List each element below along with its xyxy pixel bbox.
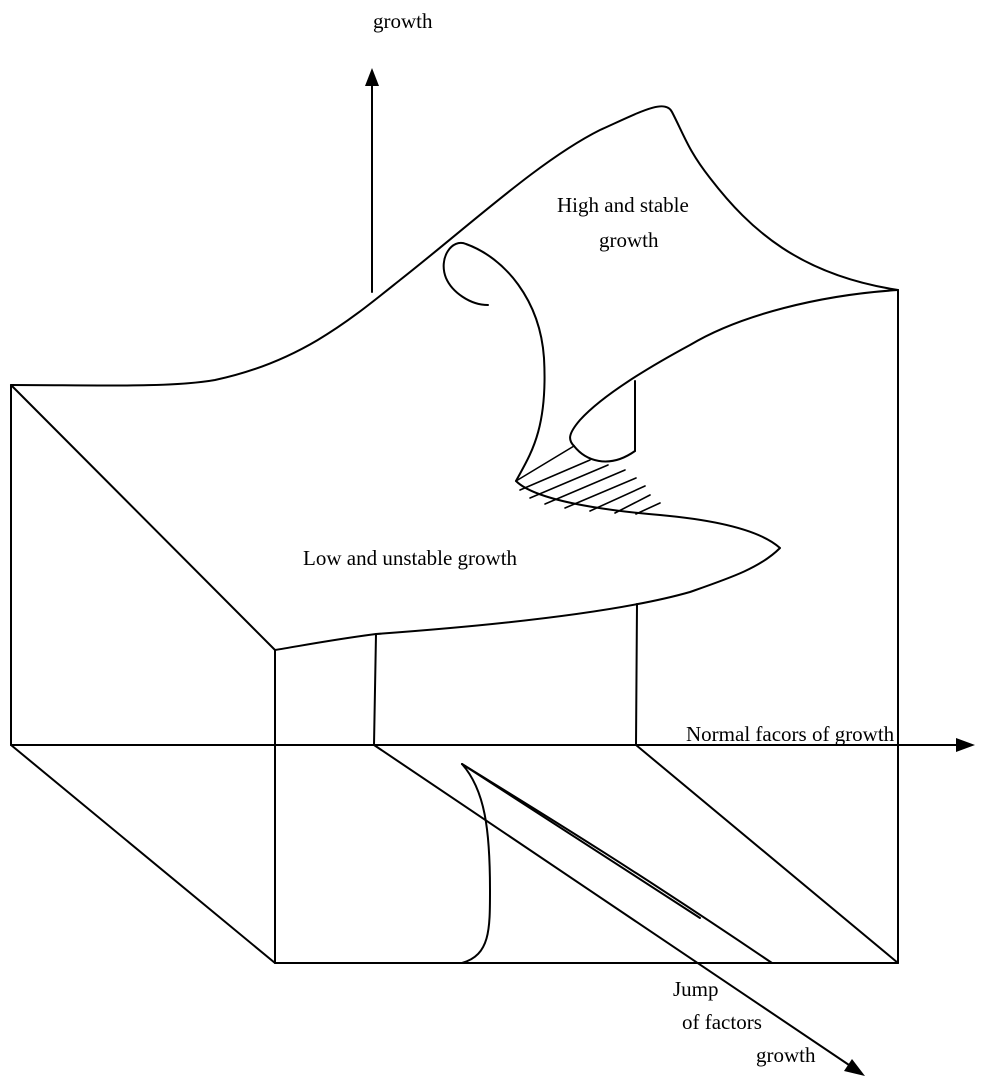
vertical-axis-arrowhead xyxy=(365,68,379,86)
jump-axis-arrowhead xyxy=(844,1059,865,1076)
vertical-axis-label: growth xyxy=(373,9,433,33)
diagonal-bottom-left xyxy=(10,744,276,964)
upper-fold-edge xyxy=(569,289,899,447)
hatched-region xyxy=(515,445,661,515)
high-stable-label: High and stable xyxy=(557,193,689,217)
jump-axis-label-line2: of factors xyxy=(682,1010,762,1034)
jump-axis-label-line1: Jump xyxy=(673,977,719,1001)
fold-underside xyxy=(573,445,636,463)
horizontal-axis-label: Normal facors of growth xyxy=(686,722,895,746)
cusp-curl xyxy=(442,241,546,482)
bifurcation-lower-edge xyxy=(461,763,701,919)
horizontal-axis xyxy=(10,738,975,752)
jump-axis xyxy=(373,744,865,1076)
diagonal-bottom-right xyxy=(635,744,899,964)
jump-axis-label-line3: growth xyxy=(756,1043,816,1067)
box-edges xyxy=(10,289,899,964)
vertical-growth-axis xyxy=(365,68,379,293)
high-stable-label-line2: growth xyxy=(599,228,659,252)
surface-top-outline xyxy=(10,105,899,387)
inner-vertical-left xyxy=(373,633,377,746)
low-unstable-label: Low and unstable growth xyxy=(303,546,518,570)
inner-vertical-right xyxy=(635,603,638,746)
horizontal-axis-arrowhead xyxy=(956,738,975,752)
bifurcation-curve xyxy=(461,763,491,964)
diagonal-top-left xyxy=(10,384,276,651)
